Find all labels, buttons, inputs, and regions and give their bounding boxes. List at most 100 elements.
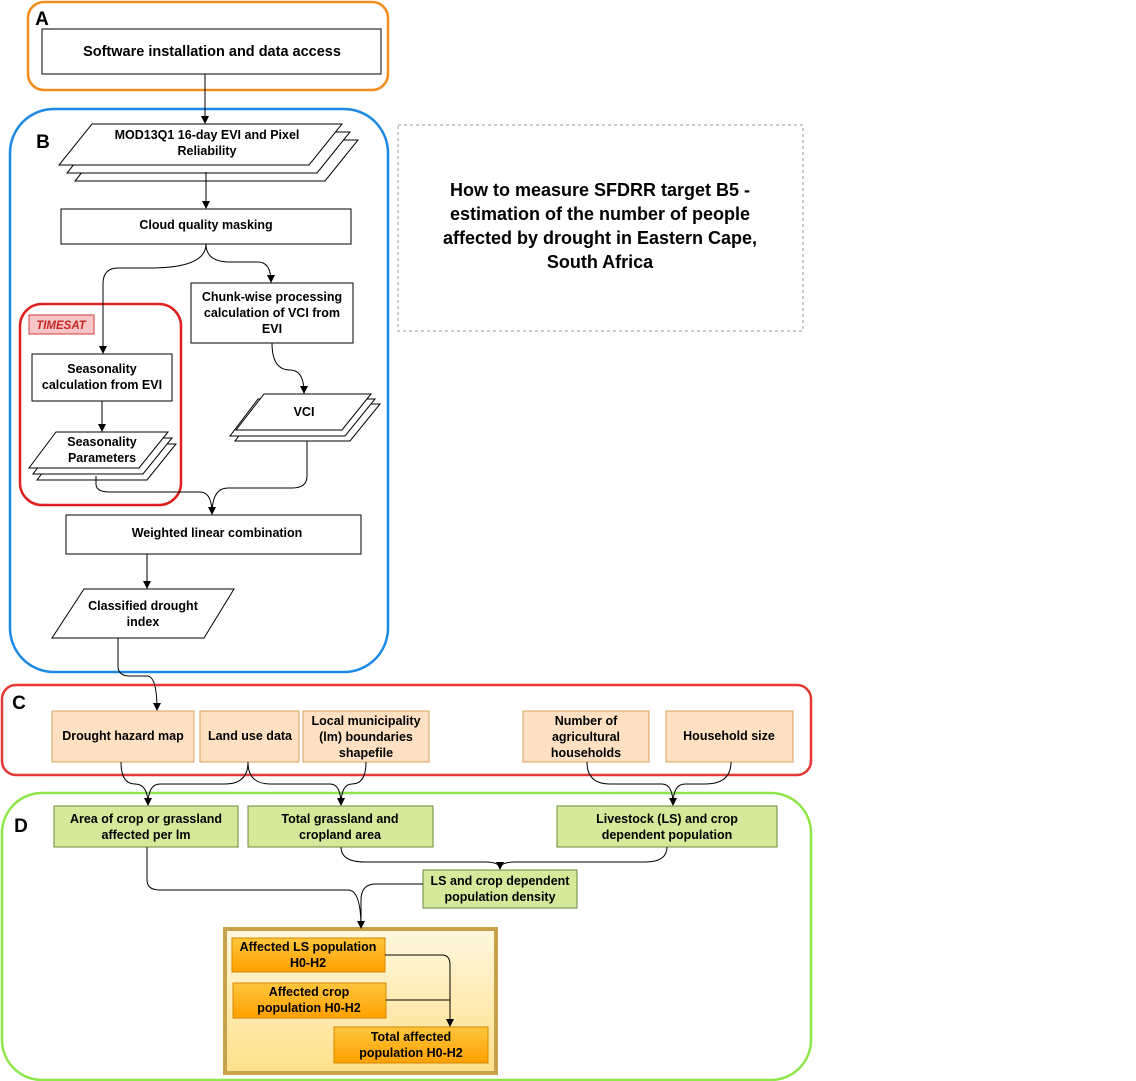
- section-a-letter: A: [35, 9, 49, 30]
- connector-landuse-to-area: [147, 761, 249, 806]
- chunk-processing-label-line: EVI: [262, 322, 282, 336]
- density-label-line: LS and crop dependent: [431, 874, 571, 888]
- density-label-line: population density: [444, 890, 555, 904]
- diagram-title-line: estimation of the number of people: [450, 204, 750, 224]
- section-d-group: [0, 791, 813, 1081]
- connector-ls-to-density: [499, 846, 668, 870]
- title-box: [397, 124, 804, 332]
- ls-population-box: [556, 805, 778, 848]
- connector-area-to-results: [146, 847, 365, 929]
- affected-ls-label-line: H0-H2: [290, 956, 326, 970]
- weighted-combination-label: Weighted linear combination: [132, 526, 303, 540]
- mod13q1-data: [57, 123, 344, 166]
- area-affected-label-line: affected per lm: [102, 828, 191, 842]
- connector-density-to-results: [360, 883, 423, 928]
- seasonality-params-data: [28, 431, 170, 469]
- connector-ls-result-to-total: [385, 954, 454, 1027]
- seasonality-calc-label: Seasonality calculation from EVI: [42, 362, 162, 392]
- software-install-label: Software installation and data access: [83, 44, 341, 60]
- classified-drought-label-line: Classified drought: [88, 599, 199, 613]
- land-use-box: [199, 710, 300, 763]
- vci-label-line: VCI: [294, 405, 315, 419]
- section-b-group: [8, 107, 390, 674]
- area-affected-label-line: Area of crop or grassland: [70, 812, 222, 826]
- affected-ls-box: [231, 937, 386, 973]
- total-area-box: [247, 805, 434, 848]
- chunk-processing-label: Chunk-wise processing calculation of VCI …: [202, 290, 342, 336]
- chunk-processing-label-line: Chunk-wise processing: [202, 290, 342, 304]
- lm-boundaries-label-line: shapefile: [339, 746, 393, 760]
- total-area-label-line: Total grassland and: [281, 812, 398, 826]
- hazard-map-label: Drought hazard map: [62, 729, 184, 743]
- connector-total-area-to-density: [340, 846, 504, 870]
- seasonality-params-label-line: Seasonality: [67, 435, 137, 449]
- affected-crop-label: Affected crop population H0-H2: [257, 985, 361, 1015]
- seasonality-calc-box: [31, 353, 173, 402]
- connector-params-to-wlc: [95, 476, 216, 515]
- hazard-map-box: [51, 710, 195, 763]
- agri-households-label-line: households: [551, 746, 621, 760]
- section-d-letter: D: [14, 816, 28, 837]
- lm-boundaries-label-line: Local municipality: [311, 714, 420, 728]
- diagram-title: How to measure SFDRR target B5 - estimati…: [443, 180, 757, 272]
- diagram-title-line: How to measure SFDRR target B5 -: [450, 180, 750, 200]
- connector-chunk-to-vci: [271, 342, 308, 394]
- agri-households-label: Number of agricultural households: [551, 714, 621, 760]
- connector-lm-to-total-area: [340, 761, 367, 806]
- vci-data: [234, 393, 373, 431]
- land-use-label-line: Land use data: [208, 729, 293, 743]
- seasonality-params-label-line: Parameters: [68, 451, 136, 465]
- connector-cloud-to-seasonality: [99, 243, 207, 354]
- ls-population-label-line: dependent population: [602, 828, 733, 842]
- classified-drought-data: [51, 588, 235, 639]
- hazard-map-label-line: Drought hazard map: [62, 729, 184, 743]
- vci-label: VCI: [294, 405, 315, 419]
- ls-population-label: Livestock (LS) and crop dependent populat…: [596, 812, 738, 842]
- weighted-combination-box: [65, 514, 362, 555]
- diagram-title-line: affected by drought in Eastern Cape,: [443, 228, 757, 248]
- section-c-letter: C: [12, 693, 26, 714]
- lm-boundaries-box: [302, 710, 430, 763]
- affected-crop-label-line: Affected crop: [269, 985, 350, 999]
- section-a-group: [26, 0, 390, 92]
- software-install-label-line: Software installation and data access: [83, 44, 341, 60]
- ls-population-label-line: Livestock (LS) and crop: [596, 812, 738, 826]
- chunk-processing-label-line: calculation of VCI from: [204, 306, 340, 320]
- section-c-group: [0, 683, 813, 777]
- area-affected-box: [53, 805, 239, 848]
- weighted-combination-label-line: Weighted linear combination: [132, 526, 303, 540]
- timesat-tag-label: TIMESAT: [36, 320, 87, 332]
- total-affected-label-line: population H0-H2: [359, 1046, 463, 1060]
- affected-crop-label-line: population H0-H2: [257, 1001, 361, 1015]
- total-affected-label-line: Total affected: [371, 1030, 451, 1044]
- mod13q1-label-line: MOD13Q1 16-day EVI and Pixel: [115, 128, 300, 142]
- connector-cloud-to-chunk: [205, 243, 275, 283]
- total-area-label-line: cropland area: [299, 828, 382, 842]
- seasonality-calc-label-line: calculation from EVI: [42, 378, 162, 392]
- connector-classified-to-hazard-map: [117, 638, 161, 711]
- connector-hazard-to-area: [120, 761, 152, 806]
- agri-households-box: [522, 710, 650, 763]
- total-area-label: Total grassland and cropland area: [281, 812, 398, 842]
- total-affected-box: [333, 1026, 489, 1064]
- total-affected-label: Total affected population H0-H2: [359, 1030, 463, 1060]
- connector-vci-to-wlc: [211, 441, 308, 515]
- connector-households-to-ls: [586, 761, 677, 806]
- land-use-label: Land use data: [208, 729, 293, 743]
- household-size-label: Household size: [683, 729, 775, 743]
- mod13q1-label-line: Reliability: [177, 144, 236, 158]
- timesat-group: [18, 302, 183, 507]
- cloud-masking-label: Cloud quality masking: [139, 218, 272, 232]
- household-size-box: [665, 710, 794, 763]
- connector-landuse-to-total-area: [247, 761, 345, 806]
- seasonality-calc-label-line: Seasonality: [67, 362, 137, 376]
- agri-households-label-line: Number of: [555, 714, 618, 728]
- affected-ls-label-line: Affected LS population: [240, 940, 377, 954]
- agri-households-label-line: agricultural: [552, 730, 620, 744]
